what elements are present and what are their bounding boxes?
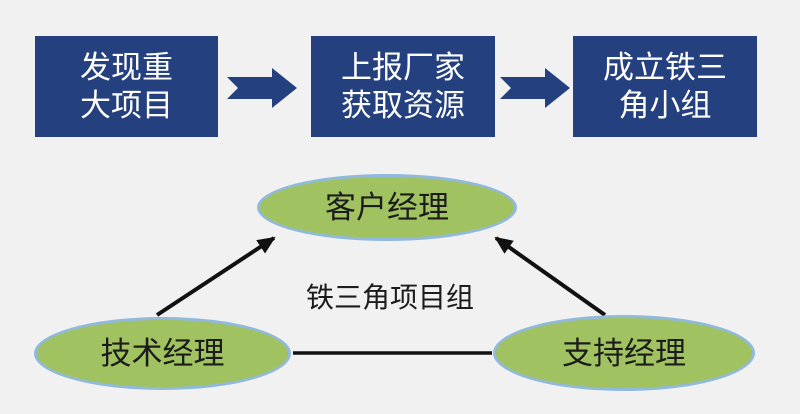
- flow-step-label: 上报厂家 获取资源: [341, 49, 465, 123]
- node-label: 技术经理: [100, 336, 225, 371]
- node-label: 支持经理: [562, 335, 686, 371]
- edge-support-to-account-arrow: [494, 236, 607, 317]
- triangle-center-label: 铁三角项目组: [305, 282, 474, 313]
- edge-technical-to-account-arrow: [155, 236, 276, 317]
- arrow-right-icon: [500, 68, 570, 108]
- flow-step-label: 发现重 大项目: [80, 49, 173, 123]
- flow-step-report-to-vendor: 上报厂家 获取资源: [311, 36, 495, 137]
- node-account-manager: 客户经理: [257, 174, 517, 241]
- node-support-manager: 支持经理: [493, 315, 755, 391]
- arrow-right-shape: [227, 68, 297, 108]
- node-label: 客户经理: [325, 190, 449, 225]
- arrow-right-shape: [500, 68, 570, 108]
- flow-step-discover-major-project: 发现重 大项目: [35, 36, 218, 137]
- node-technical-manager: 技术经理: [34, 317, 291, 390]
- flow-step-label: 成立铁三 角小组: [603, 49, 727, 123]
- arrow-right-icon: [227, 68, 297, 108]
- flow-step-form-iron-triangle-team: 成立铁三 角小组: [573, 36, 757, 137]
